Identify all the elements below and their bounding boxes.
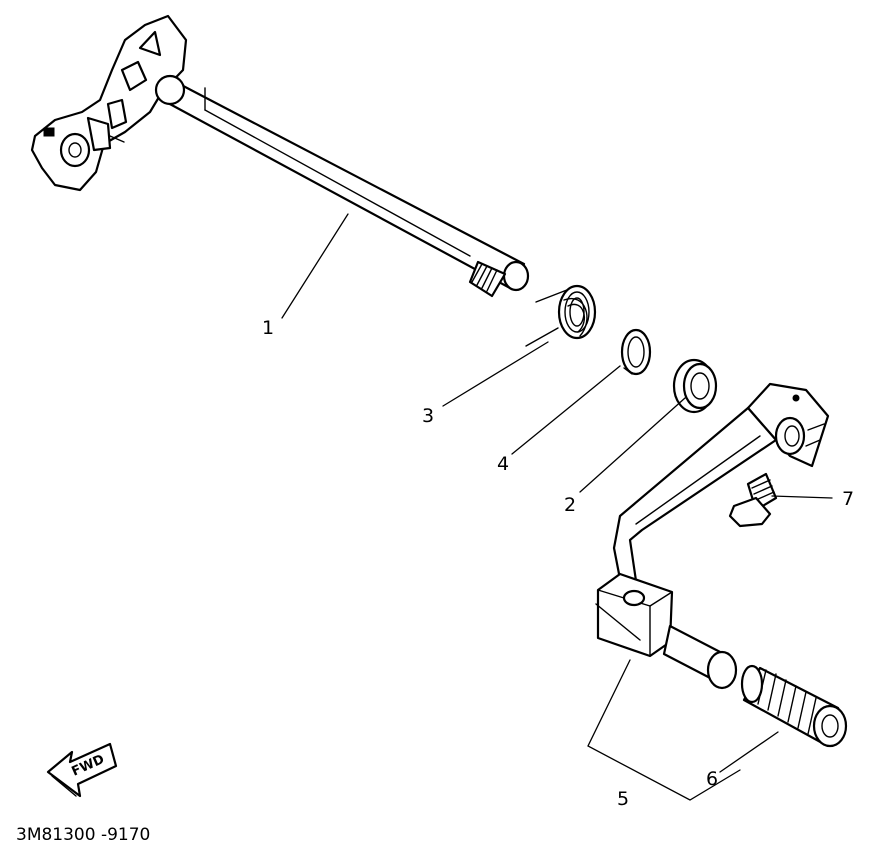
leader-3 [442,341,549,407]
callout-3: 3 [422,405,434,427]
oil-seal [672,358,718,414]
leader-6 [719,731,779,773]
pedal-rubber [740,664,848,748]
shift-shaft [30,14,530,298]
leader-7 [771,495,833,499]
drawing-code: 3M81300 -9170 [16,825,150,845]
leader-1 [281,213,349,319]
leader-2 [579,397,686,493]
leader-5 [587,659,741,801]
callout-2: 2 [564,494,576,516]
shift-pedal [595,382,830,690]
clamp-bolt [728,472,778,528]
circlip [620,328,652,376]
forward-direction-arrow: FWD [46,742,118,798]
leader-4 [511,365,621,455]
callout-1: 1 [262,317,274,339]
torsion-spring [525,284,597,347]
callout-6: 6 [706,768,718,790]
callout-7: 7 [842,488,854,510]
callout-4: 4 [497,453,509,475]
callout-5: 5 [617,788,629,810]
